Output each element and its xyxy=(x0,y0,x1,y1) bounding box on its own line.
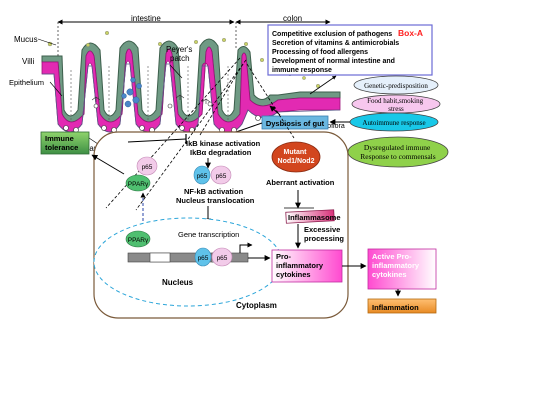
immune-tolerance-label: Immune tolerance xyxy=(45,134,78,152)
pro-inflammatory-line-3: cytokines xyxy=(276,270,311,279)
p65-nucleus-pink-label: p65 xyxy=(217,255,228,262)
colon-label: colon xyxy=(283,14,302,23)
active-pro-inflammatory-line-2: inflammatory xyxy=(372,261,420,270)
inflammation-label: Inflammation xyxy=(372,303,419,312)
epithelium-label: Epithelium xyxy=(9,78,44,87)
ppar-to-tolerance-arrow xyxy=(91,154,125,175)
p65-cyto-blue xyxy=(193,165,211,185)
pro-inflammatory-line-1: Pro- xyxy=(276,252,292,261)
gut-to-cell-dashed-2 xyxy=(135,59,247,211)
pro-inflammatory-line-2: inflammatory xyxy=(276,261,324,270)
dysregulated-line-2: Response to commensals xyxy=(360,152,435,161)
excessive-processing-line-1: Excessive xyxy=(304,225,340,234)
inflammation-box xyxy=(367,298,437,314)
ikb-line-1: IkB kinase activation xyxy=(186,139,261,148)
ppar-nucleus xyxy=(125,230,151,248)
p65-nucleus-blue xyxy=(194,247,212,267)
active-pro-inflammatory-label: Active Pro- inflammatory cytokines xyxy=(372,252,421,279)
box-a-line-1: Competitive exclusion of pathogens xyxy=(272,31,392,38)
mutant-nod-oval xyxy=(271,141,321,173)
pro-inflammatory-label: Pro- inflammatory cytokines xyxy=(276,252,325,279)
inflammasome-box xyxy=(285,209,335,224)
p65-cyto-blue-label: p65 xyxy=(197,173,208,180)
mucus-pointer xyxy=(37,38,57,46)
immune-tolerance-line-1: Immune xyxy=(45,134,74,143)
immune-tolerance-box xyxy=(40,131,90,155)
box-a-pointer xyxy=(309,75,337,95)
transcription-start-arrow xyxy=(239,242,253,253)
pro-inflammatory-box xyxy=(271,249,343,283)
mutant-nod-label: Mutant Nod1/Nod2 xyxy=(278,149,315,165)
mucus-label: Mucus xyxy=(14,35,38,44)
dysregulated-line-1: Dysregulated immune xyxy=(364,143,431,152)
dysbiosis-to-cell-line xyxy=(235,122,263,133)
aberrant-activation-label: Aberrant activation xyxy=(266,178,335,187)
autoimmune-label: Autoimmune response xyxy=(362,119,425,127)
intestine-label: intestine xyxy=(131,14,161,23)
nfkb-line-1: NF-kB activation xyxy=(184,187,244,196)
dysregulated-label: Dysregulated immune Response to commensa… xyxy=(360,143,435,161)
peyers-patch-pointer xyxy=(169,64,183,79)
dysbiosis-box xyxy=(261,115,329,130)
food-habit-line-2: stress xyxy=(388,105,404,113)
p65-nucleus-blue-label: p65 xyxy=(198,255,209,262)
active-pro-inflammatory-line-1: Active Pro- xyxy=(372,252,412,261)
cytoplasm-label: Cytoplasm xyxy=(236,301,277,310)
ppar-cyto xyxy=(125,174,151,192)
microflora-label: microflora xyxy=(314,123,345,130)
nfkb-line-2: Nucleus translocation xyxy=(176,196,255,205)
p65-cyto-pink-label: p65 xyxy=(216,173,227,180)
dendritic-cell-symbols xyxy=(91,94,211,104)
ppar-cyto-label: PPARγ xyxy=(128,181,149,188)
p65-nucleus-pink xyxy=(211,247,233,267)
ikb-label: IkB kinase activation IkBα degradation xyxy=(186,139,262,157)
box-a xyxy=(267,24,433,76)
ppar-nucleus-label: PPARγ xyxy=(128,237,149,244)
genetic-predisposition-oval xyxy=(353,75,439,95)
dysbiosis-to-gut-arrow xyxy=(269,105,281,116)
villi-label: Villi xyxy=(22,57,35,66)
ikb-inhibit-line xyxy=(127,138,187,143)
peyers-patch-label-line1: Peyer's xyxy=(166,45,192,54)
dna-blank-segment xyxy=(149,252,171,263)
mutant-nod-line-2: Nod1/Nod2 xyxy=(278,158,315,165)
food-habit-line-1: Food habit,smoking xyxy=(367,97,424,105)
p65-ppar-top xyxy=(136,156,158,176)
immune-tolerance-line-2: tolerance xyxy=(45,143,78,152)
dysbiosis-label: Dysbiosis of gut xyxy=(266,119,325,128)
box-a-line-3: Processing of food allergens xyxy=(272,49,368,56)
gene-transcription-label: Gene transcription xyxy=(178,230,239,239)
active-pro-inflammatory-line-3: cytokines xyxy=(372,270,407,279)
peyers-patch-label: Peyer's patch xyxy=(166,45,195,63)
food-habit-label: Food habit,smoking stress xyxy=(367,97,425,113)
p65-cyto-pink xyxy=(210,165,232,185)
lamina-propria xyxy=(42,63,341,134)
genetic-predisposition-label: Genetic-predisposition xyxy=(364,82,428,90)
ikb-line-2: IkBα degradation xyxy=(190,148,252,157)
active-pro-inflammatory-box xyxy=(367,248,437,290)
excessive-processing-label: Excessive processing xyxy=(304,225,344,243)
nucleus-label: Nucleus xyxy=(162,278,194,287)
box-a-line-5: immune response xyxy=(272,67,332,74)
p65-ppar-top-label: p65 xyxy=(142,164,153,171)
gut-to-ikb-dashed xyxy=(199,63,244,136)
box-a-title: Box-A xyxy=(398,28,423,38)
box-a-line-2: Secretion of vitamins & antimicrobials xyxy=(272,40,399,47)
peyers-patch-label-line2: patch xyxy=(170,54,190,63)
inflammasome-label: Inflammasome xyxy=(288,213,341,222)
mutant-nod-line-1: Mutant xyxy=(284,149,308,156)
peyers-patch-cells xyxy=(121,77,142,108)
box-a-line-4: Development of normal intestine and xyxy=(272,58,395,65)
excessive-processing-line-2: processing xyxy=(304,234,344,243)
nfkb-label: NF-kB activation Nucleus translocation xyxy=(176,187,255,205)
epithelium-pointer xyxy=(49,81,63,97)
